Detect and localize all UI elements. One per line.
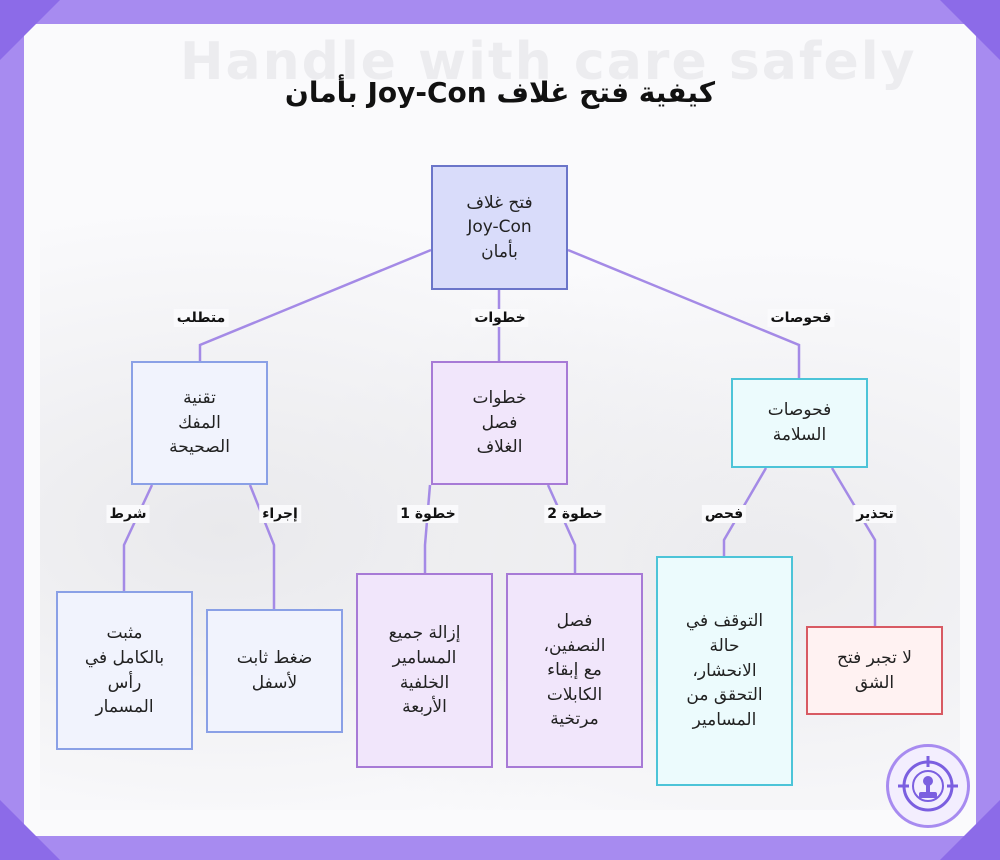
root-node: فتح غلاف Joy-Con بأمان — [431, 165, 568, 290]
background-watermark-text: Handle with care safely — [180, 32, 917, 92]
link-condition — [122, 484, 154, 591]
link-check — [722, 467, 768, 556]
edge-label-steps: خطوات — [471, 309, 529, 327]
dont-force-node: لا تجبر فتح الشق — [806, 626, 943, 715]
edge-label-requirement: متطلب — [173, 309, 229, 327]
separate-halves-node: فصل النصفين، مع إبقاء الكابلات مرتخية — [506, 573, 643, 768]
stop-if-stripped-node: التوقف في حالة الانحشار، التحقق من المسا… — [656, 556, 793, 786]
remove-screws-node: إزالة جميع المسامير الخلفية الأربعة — [356, 573, 493, 768]
joystick-target-icon — [886, 744, 970, 828]
safety-checks-node: فحوصات السلامة — [731, 378, 868, 468]
edge-label-condition: شرط — [106, 505, 150, 523]
link-step2 — [546, 484, 577, 573]
fully-seated-node: مثبت بالكامل في رأس المسمار — [56, 591, 193, 750]
link-warning — [830, 467, 877, 626]
edge-label-check: فحص — [701, 505, 747, 523]
screwdriver-technique-node: تقنية المفك الصحيحة — [131, 361, 268, 485]
edge-label-checks: فحوصات — [767, 309, 835, 327]
edge-label-procedure: إجراء — [259, 505, 301, 523]
link-procedure — [248, 484, 276, 609]
edge-label-step2: خطوة 2 — [544, 505, 606, 523]
link-step1 — [423, 484, 432, 573]
page-title: كيفية فتح غلاف Joy-Con بأمان — [284, 76, 716, 109]
separation-steps-node: خطوات فصل الغلاف — [431, 361, 568, 485]
edge-label-warning: تحذير — [853, 505, 897, 523]
steady-pressure-node: ضغط ثابت لأسفل — [206, 609, 343, 733]
edge-label-step1: خطوة 1 — [397, 505, 459, 523]
link-requirement — [198, 248, 432, 361]
link-checks — [567, 248, 801, 378]
